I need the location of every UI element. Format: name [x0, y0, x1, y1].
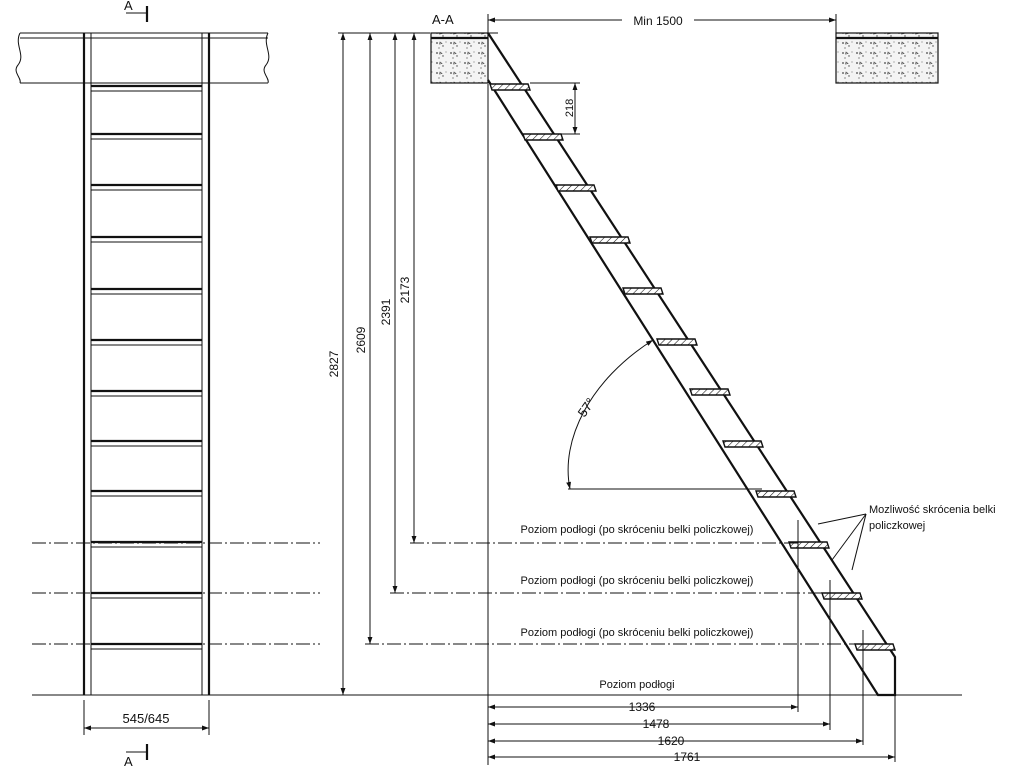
horizontal-1620-label: 1620	[658, 734, 685, 748]
ladder-rung	[91, 338, 202, 346]
stair-tread	[656, 338, 698, 346]
section-view: A-A Min 1500 218	[327, 12, 996, 765]
shortening-note: Mozliwość skrócenia belki policzkowej	[817, 504, 996, 571]
angle-label: 57°	[575, 395, 599, 420]
note-line-2: policzkowej	[869, 520, 925, 532]
stair-tread	[589, 236, 631, 244]
ladder-rung	[91, 489, 202, 497]
ceiling-slab-left	[15, 32, 270, 84]
ladder-rung	[91, 591, 202, 599]
ladder-rails	[82, 33, 211, 695]
stair-tread	[522, 133, 564, 141]
step-rise-dimension: 218	[530, 82, 580, 135]
height-dimensions: 2827 2609 2391 2173	[327, 32, 430, 695]
ladder-rung	[91, 84, 202, 92]
width-dimension: 545/645	[83, 700, 210, 735]
note-line-1: Mozliwość skrócenia belki	[869, 504, 996, 516]
floor-level-label-base: Poziom podłogi	[599, 679, 674, 691]
stair-tread	[821, 592, 863, 600]
section-mark-top-label: A	[124, 0, 133, 13]
stair-tread	[854, 643, 896, 651]
angle-dimension: 57°	[566, 339, 762, 490]
section-mark-top: A	[124, 0, 149, 22]
ladder-rungs	[91, 84, 202, 650]
stair-treads	[489, 83, 896, 651]
ladder-rung	[91, 439, 202, 447]
section-mark-bottom: A	[124, 744, 149, 768]
floor-levels-after-cut: Poziom podłogi (po skróceniu belki polic…	[365, 524, 866, 691]
section-mark-bottom-label: A	[124, 754, 133, 768]
ceiling-slab-section-right	[835, 32, 939, 84]
front-view: 545/645 A A	[15, 0, 962, 768]
stair-tread	[622, 287, 664, 295]
step-rise-label: 218	[564, 99, 576, 117]
horizontal-1336-label: 1336	[629, 700, 656, 714]
stair-tread	[722, 440, 764, 448]
section-title: A-A	[432, 12, 454, 27]
ladder-rung	[91, 183, 202, 191]
stair-tread	[755, 490, 797, 498]
horizontal-dimensions: 1336 1478 1620 1761	[487, 84, 896, 765]
height-2173-label: 2173	[398, 276, 412, 303]
ladder-rung	[91, 642, 202, 650]
stair-tread	[555, 184, 597, 192]
horizontal-1761-label: 1761	[674, 750, 701, 764]
ladder-rung	[91, 389, 202, 397]
ladder-rung	[91, 287, 202, 295]
horizontal-1478-label: 1478	[643, 717, 670, 731]
height-2391-label: 2391	[379, 298, 393, 325]
stair-tread	[788, 541, 830, 549]
floor-level-label-2: Poziom podłogi (po skróceniu belki polic…	[521, 575, 754, 587]
height-2609-label: 2609	[354, 326, 368, 353]
stair-tread	[489, 83, 531, 91]
floor-level-label-1: Poziom podłogi (po skróceniu belki polic…	[521, 524, 754, 536]
ladder-rung	[91, 235, 202, 243]
width-label: 545/645	[123, 711, 170, 726]
min-opening-dimension: Min 1500	[487, 12, 837, 33]
ladder-rung	[91, 540, 202, 548]
floor-level-label-3: Poziom podłogi (po skróceniu belki polic…	[521, 627, 754, 639]
ceiling-slab-section-left	[430, 32, 489, 84]
min-opening-label: Min 1500	[633, 14, 683, 28]
ladder-rung	[91, 132, 202, 140]
stair-tread	[689, 388, 731, 396]
height-2827-label: 2827	[327, 350, 341, 377]
